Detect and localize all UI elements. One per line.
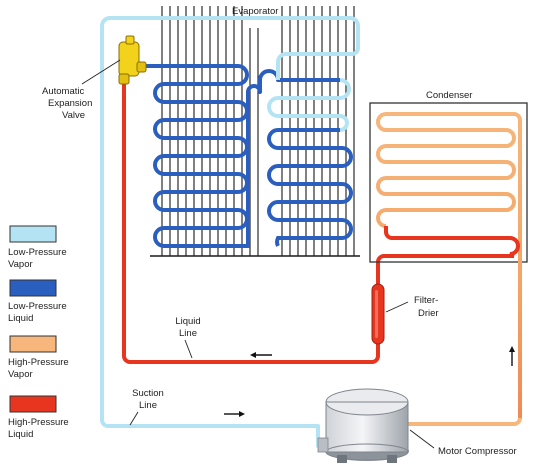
legend-label-low-pressure-liquid-1: Low-Pressure <box>8 301 67 312</box>
suction-line-label-2: Line <box>139 400 157 411</box>
legend-swatch-high-pressure-vapor <box>9 335 57 353</box>
legend-label-high-pressure-liquid-1: High-Pressure <box>8 417 69 428</box>
liquid-line-label-2: Line <box>179 328 197 339</box>
leader-lines <box>81 59 435 449</box>
expansion-valve-label-3: Valve <box>62 110 85 121</box>
expansion-valve-label-1: Automatic <box>42 86 84 97</box>
drier-to-condenser <box>376 254 514 284</box>
suction-line <box>100 16 334 448</box>
motor-compressor-label: Motor Compressor <box>438 446 517 457</box>
arrow-icon-suction-line <box>224 411 245 417</box>
legend-label-high-pressure-liquid-2: Liquid <box>8 429 33 440</box>
condenser-coil-liquid <box>384 226 520 258</box>
legend-label-low-pressure-vapor-2: Vapor <box>8 259 33 270</box>
legend-label-low-pressure-vapor-1: Low-Pressure <box>8 247 67 258</box>
condenser-label: Condenser <box>426 90 472 101</box>
filter-drier-label-1: Filter- <box>414 295 438 306</box>
arrow-icon-liquid-line <box>250 352 272 358</box>
discharge-line <box>404 417 522 426</box>
condenser-frame <box>369 102 528 263</box>
evaporator-label: Evaporator <box>232 6 278 17</box>
liquid-line-label-1: Liquid <box>175 316 200 327</box>
legend-label-high-pressure-vapor-2: Vapor <box>8 369 33 380</box>
evaporator-coil-right-liquid <box>278 78 351 100</box>
arrow-icon-discharge-line <box>509 346 515 366</box>
liquid-line <box>122 84 380 364</box>
condenser-coil-vapor <box>376 112 522 418</box>
evaporator-coil-right-vapor <box>267 96 349 132</box>
evaporator-coil-left <box>138 64 340 248</box>
legend-swatch-high-pressure-liquid <box>9 395 57 413</box>
legend-swatch-low-pressure-liquid <box>9 279 57 297</box>
evaporator-coil-right-lower <box>267 128 353 247</box>
expansion-valve-icon <box>118 35 147 85</box>
legend: Low-Pressure Vapor Low-Pressure Liquid H… <box>8 225 69 440</box>
legend-label-low-pressure-liquid-2: Liquid <box>8 313 33 324</box>
motor-compressor-icon <box>317 388 409 463</box>
legend-label-high-pressure-vapor-1: High-Pressure <box>8 357 69 368</box>
filter-drier-label-2: Drier <box>418 308 439 319</box>
suction-line-label-1: Suction <box>132 388 164 399</box>
expansion-valve-label-2: Expansion <box>48 98 92 109</box>
evaporator-outlet-vapor <box>110 16 360 80</box>
legend-swatch-low-pressure-vapor <box>9 225 57 243</box>
filter-drier-icon <box>371 283 385 345</box>
